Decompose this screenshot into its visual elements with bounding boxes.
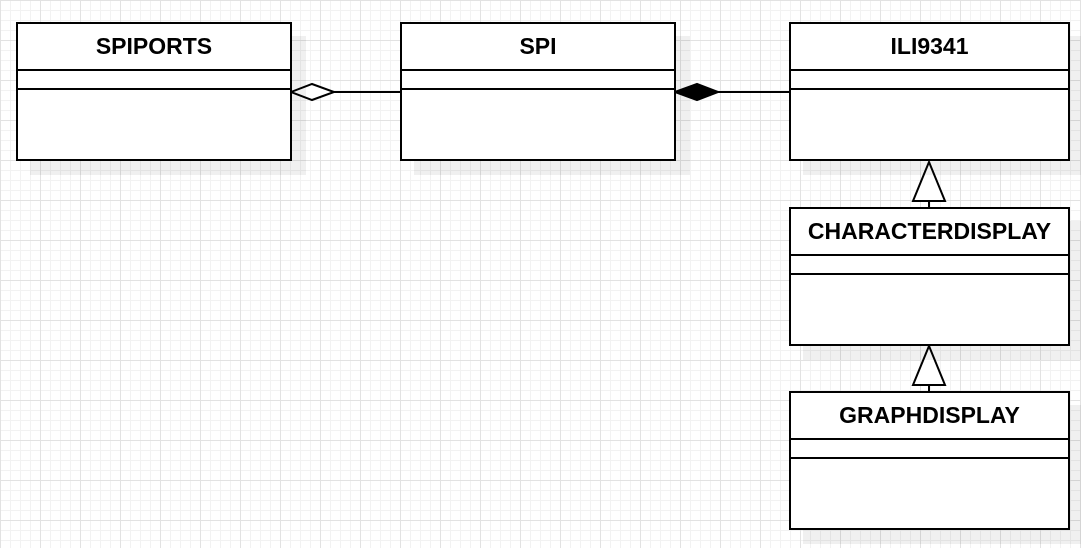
filled-diamond-icon [672, 82, 721, 102]
generalization-graphdisplay-characterdisplay[interactable] [911, 343, 947, 392]
composition-spi-ili9341[interactable] [672, 82, 790, 102]
class-name: SPIPORTS [18, 24, 290, 71]
class-spi[interactable]: SPI [400, 22, 676, 161]
attributes-compartment [791, 71, 1068, 90]
generalization-characterdisplay-ili9341[interactable] [911, 159, 947, 208]
open-diamond-icon [288, 82, 337, 102]
class-name: SPI [402, 24, 674, 71]
class-spiports[interactable]: SPIPORTS [16, 22, 292, 161]
class-characterdisplay[interactable]: CHARACTERDISPLAY [789, 207, 1070, 346]
attributes-compartment [402, 71, 674, 90]
class-graphdisplay[interactable]: GRAPHDISPLAY [789, 391, 1070, 530]
class-name: CHARACTERDISPLAY [791, 209, 1068, 256]
attributes-compartment [18, 71, 290, 90]
hollow-triangle-arrow-icon [911, 159, 947, 202]
hollow-triangle-arrow-icon [911, 343, 947, 386]
aggregation-spiports-spi[interactable] [288, 82, 401, 102]
attributes-compartment [791, 256, 1068, 275]
class-name: GRAPHDISPLAY [791, 393, 1068, 440]
class-ili9341[interactable]: ILI9341 [789, 22, 1070, 161]
class-name: ILI9341 [791, 24, 1068, 71]
attributes-compartment [791, 440, 1068, 459]
